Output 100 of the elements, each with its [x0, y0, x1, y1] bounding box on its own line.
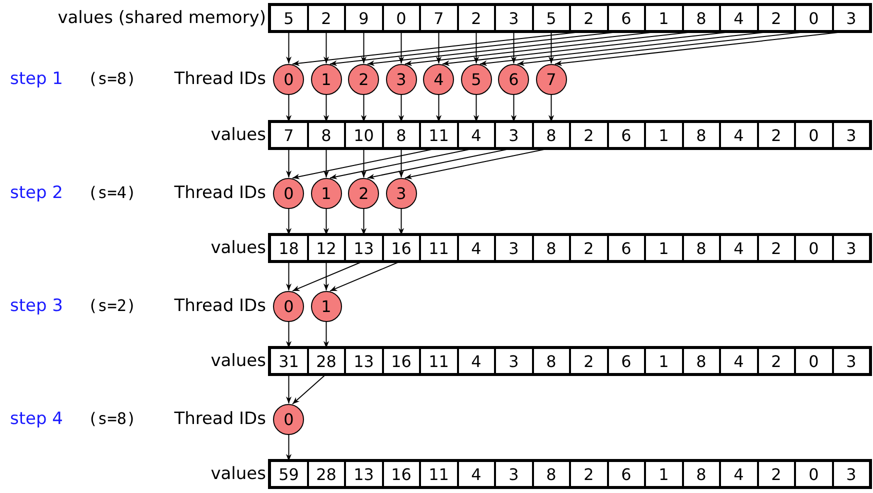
arrow: [323, 321, 330, 348]
thread-circle: 7: [536, 64, 567, 94]
array-cell: 11: [420, 348, 458, 374]
arrow: [510, 94, 517, 122]
arrow: [323, 148, 330, 178]
array-cell: 0: [795, 461, 832, 487]
array-cell: 13: [345, 461, 382, 487]
thread-circle: 0: [273, 64, 304, 94]
array-cell: 2: [758, 5, 795, 31]
array-cell: 3: [832, 235, 870, 261]
array-cell: 8: [682, 235, 720, 261]
thread-circle: 2: [348, 64, 380, 94]
array-cell: 1: [645, 348, 682, 374]
array-cell: 11: [420, 461, 458, 487]
array-cell: 8: [682, 5, 720, 31]
array-cell: 9: [345, 5, 382, 31]
array-cell: 1: [645, 122, 682, 148]
arrow: [548, 94, 554, 122]
array-cell: 3: [495, 122, 532, 148]
row-label: values: [210, 124, 266, 146]
array-cell: 3: [832, 5, 870, 31]
array-cell: 6: [608, 461, 645, 487]
array-cell: 6: [608, 235, 645, 261]
array-cell: 2: [758, 122, 795, 148]
arrow: [398, 30, 404, 64]
array-cell: 2: [758, 461, 795, 487]
array-cell: 16: [382, 235, 420, 261]
array-cell: 4: [720, 5, 758, 31]
array-cell: 28: [308, 348, 345, 374]
arrow: [360, 94, 367, 122]
array-cell: 2: [570, 461, 608, 487]
array-cell: 2: [570, 5, 608, 31]
arrow: [548, 30, 554, 64]
array-cell: 4: [720, 235, 758, 261]
array-cell: 5: [532, 5, 570, 31]
array-cell: 3: [495, 348, 532, 374]
array-cell: 8: [382, 122, 420, 148]
thread-circle: 0: [273, 404, 304, 434]
thread-circle: 2: [348, 178, 380, 208]
array-cell: 8: [532, 461, 570, 487]
array-cell: 2: [458, 5, 495, 31]
arrow: [436, 30, 442, 64]
array-cell: 4: [720, 461, 758, 487]
stride-label: (s=8): [88, 408, 136, 430]
array-cell: 0: [795, 235, 832, 261]
arrow: [360, 30, 367, 64]
array-cell: 11: [420, 235, 458, 261]
array-cell: 3: [495, 461, 532, 487]
arrow: [286, 208, 292, 236]
array-cell: 4: [720, 122, 758, 148]
array-cell: 4: [458, 235, 495, 261]
array-cell: 18: [270, 235, 308, 261]
array-cell: 16: [382, 348, 420, 374]
array-cell: 3: [495, 235, 532, 261]
array-cell: 2: [570, 122, 608, 148]
thread-circle: 3: [386, 178, 417, 208]
arrow: [510, 30, 517, 64]
thread-circle: 0: [273, 178, 304, 208]
array-cell: 2: [570, 348, 608, 374]
array-cell: 2: [570, 235, 608, 261]
step-label: step 3: [10, 295, 63, 317]
thread-circle: 0: [273, 290, 304, 322]
stride-label: (s=4): [88, 182, 136, 204]
array-cell: 1: [645, 5, 682, 31]
array-cell: 4: [458, 348, 495, 374]
array-cell: 28: [308, 461, 345, 487]
array-cell: 0: [795, 122, 832, 148]
array-cell: 13: [345, 348, 382, 374]
arrow: [360, 148, 367, 178]
array-cell: 6: [608, 122, 645, 148]
arrow: [323, 94, 330, 122]
array-cell: 6: [608, 5, 645, 31]
array-cell: 0: [795, 5, 832, 31]
array-cell: 8: [308, 122, 345, 148]
arrow: [286, 374, 292, 404]
array-cell: 6: [608, 348, 645, 374]
arrow: [398, 148, 404, 178]
array-cell: 16: [382, 461, 420, 487]
row-label: Thread IDs: [174, 182, 266, 204]
thread-circle: 3: [386, 64, 417, 94]
array-cell: 59: [270, 461, 308, 487]
array-cell: 4: [458, 122, 495, 148]
row-label: Thread IDs: [174, 408, 266, 430]
array-cell: 1: [645, 461, 682, 487]
arrow: [286, 434, 292, 462]
arrow: [286, 260, 292, 291]
row-label: Thread IDs: [174, 68, 266, 90]
array-cell: 3: [495, 5, 532, 31]
array-cell: 5: [270, 5, 308, 31]
arrow: [473, 94, 480, 122]
array-cell: 12: [308, 235, 345, 261]
array-cell: 8: [532, 235, 570, 261]
step-label: step 2: [10, 182, 63, 204]
array-cell: 3: [832, 122, 870, 148]
array-cell: 7: [420, 5, 458, 31]
array-cell: 4: [458, 461, 495, 487]
arrow: [286, 94, 292, 122]
row-label: values: [210, 237, 266, 259]
thread-circle: 1: [310, 64, 342, 94]
array-cell: 8: [532, 348, 570, 374]
